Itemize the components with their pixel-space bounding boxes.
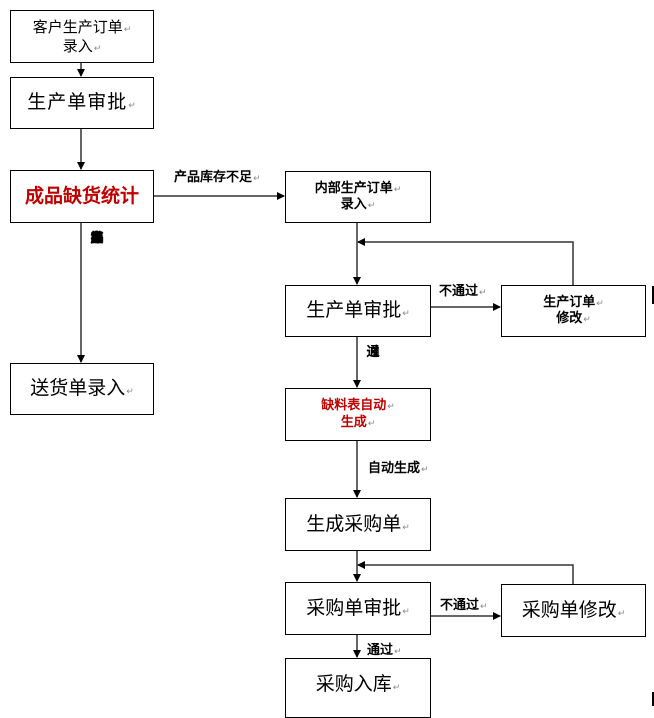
box-text-line: 成品缺货统计 [24, 184, 139, 207]
label-pass-po: 通过 [367, 639, 402, 658]
box-shortage-stats: 成品缺货统计 [10, 170, 154, 223]
box-text-line: 生成 [341, 415, 376, 431]
label-char: 够 [90, 231, 104, 246]
label-char: 库 [90, 231, 104, 246]
box-text-line: 采购单修改 [522, 599, 626, 623]
box-production-approval-2: 生产单审批 [285, 285, 431, 337]
box-text-line: 生成采购单 [306, 513, 410, 537]
box-text-line: 采购入库 [316, 673, 401, 697]
box-generate-po: 生成采购单 [285, 498, 431, 551]
edge-artifact [652, 692, 654, 706]
box-text-line: 生产单审批 [306, 299, 410, 323]
box-text-line: 送货单录入 [30, 377, 134, 401]
box-internal-order-entry: 内部生产订单 录入 [285, 171, 431, 223]
box-text-line: 客户生产订单 [33, 18, 132, 37]
box-text-line: 录入 [341, 197, 376, 213]
box-text-line: 生产单审批 [27, 91, 137, 115]
arrow-modify-back-to-approval [357, 238, 574, 285]
box-po-modify: 采购单修改 [501, 584, 646, 637]
box-text-line: 录入 [63, 37, 102, 56]
box-text-line: 缺料表自动 [321, 398, 395, 414]
box-shortage-auto-generate: 缺料表自动 生成 [285, 388, 431, 441]
label-char: 品 [90, 231, 104, 246]
label-char: 产 [90, 231, 104, 246]
box-production-approval: 生产单审批 [10, 77, 154, 129]
label-reject-production: 不通过 [439, 280, 487, 299]
edge-artifact [652, 286, 654, 304]
box-purchase-stock-in: 采购入库 [285, 658, 431, 718]
box-delivery-entry: 送货单录入 [10, 363, 154, 415]
box-customer-order-entry: 客户生产订单 录入 [10, 10, 154, 63]
label-char: 通 [366, 345, 380, 360]
label-char: 过 [366, 345, 380, 360]
box-production-order-modify: 生产订单 修改 [501, 285, 646, 337]
box-text-line: 内部生产订单 [315, 181, 402, 197]
box-text-line: 修改 [556, 311, 591, 327]
label-char: 足 [90, 231, 104, 246]
label-stock-insufficient: 产品库存不足 [174, 166, 261, 185]
label-auto-generate: 自动生成 [368, 457, 429, 476]
label-char: 存 [90, 231, 104, 246]
box-po-approval: 采购单审批 [285, 582, 431, 635]
box-text-line: 生产订单 [543, 295, 604, 311]
arrow-po-modify-back [357, 561, 574, 584]
box-text-line: 采购单审批 [306, 597, 410, 621]
label-reject-po: 不通过 [440, 594, 488, 613]
